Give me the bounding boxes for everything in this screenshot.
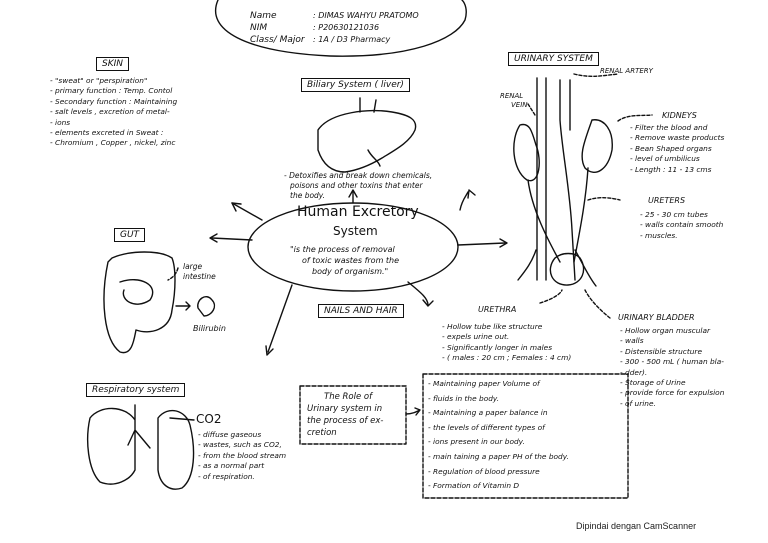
center-desc-line1: "is the process of removal (290, 245, 395, 254)
arrow-to-urinary (457, 238, 508, 248)
list-item: Hollow tube like structure (442, 322, 571, 332)
role-title-line1: The Role of (324, 392, 373, 402)
header-class-label: Class/ Major (250, 35, 305, 45)
list-item: as a normal part (198, 461, 286, 471)
list-item: elements excreted in Sweat : (50, 128, 177, 138)
ureters-list: 25 - 30 cm tubes walls contain smooth mu… (640, 210, 723, 241)
list-item: provide force for expulsion (620, 388, 724, 398)
biliary-desc-line2: poisons and other toxins that enter (290, 181, 423, 190)
intestine-drawing (103, 251, 176, 354)
role-list: Maintaining paper Volume of fluids in th… (428, 377, 569, 494)
list-item: primary function : Temp. Contol (50, 86, 177, 96)
list-item: Length : 11 - 13 cms (630, 165, 724, 175)
role-title-box (299, 385, 407, 445)
list-item: Chromium , Copper , nickel, zinc (50, 138, 177, 148)
header-oval (215, 0, 467, 57)
urinary-title: URINARY SYSTEM (508, 52, 599, 66)
list-item: ions (50, 118, 177, 128)
list-item: fluids in the body. (428, 392, 569, 407)
renal-vein-label-1: RENAL (500, 92, 524, 100)
arrow-to-biliary-curve (459, 189, 476, 211)
header-name-label: Name (250, 11, 277, 21)
list-item: Hollow organ muscular (620, 326, 724, 336)
center-title-line1: Human Excretory (297, 204, 419, 220)
renal-vein-label-2: VEIN (511, 101, 528, 109)
list-item: from the blood stream (198, 451, 286, 461)
list-item: Formation of Vitamin D (428, 479, 569, 494)
list-item: Maintaining paper Volume of (428, 377, 569, 392)
arrow-to-gut (209, 233, 253, 243)
urinary-body-drawing (513, 77, 613, 287)
bladder-title: URINARY BLADDER (618, 313, 695, 322)
biliary-title: Biliary System ( liver) (301, 78, 410, 92)
kidneys-list: Filter the blood and Remove waste produc… (630, 123, 724, 175)
arrow-to-biliary (348, 189, 358, 204)
bladder-list: Hollow organ muscular walls Distensible … (620, 326, 724, 409)
list-item: Secondary function : Maintaining (50, 97, 177, 107)
header-name-value: : DIMAS WAHYU PRATOMO (313, 11, 419, 20)
urethra-list: Hollow tube like structure expels urine … (442, 322, 571, 364)
list-item: muscles. (640, 231, 723, 241)
large-intestine-label-2: intestine (183, 272, 216, 281)
skin-title: SKIN (96, 57, 130, 71)
list-item: Filter the blood and (630, 123, 724, 133)
list-item: 300 - 500 mL ( human bla- (620, 357, 724, 367)
arrow-to-skin (231, 202, 263, 221)
co2-label: CO2 (196, 412, 222, 426)
center-title-line2: System (333, 224, 378, 238)
renal-artery-label: RENAL ARTERY (600, 67, 653, 75)
list-item: the levels of different types of (428, 421, 569, 436)
list-item: ( males : 20 cm ; Females : 4 cm) (442, 353, 571, 363)
role-list-box (422, 373, 629, 499)
biliary-desc-line3: the body. (290, 191, 326, 200)
role-title-line2: Urinary system in (307, 404, 383, 414)
role-title-line3: the process of ex- (307, 416, 384, 426)
list-item: of urine. (620, 399, 724, 409)
list-item: level of umbilicus (630, 154, 724, 164)
list-item: Significantly longer in males (442, 343, 571, 353)
list-item: 25 - 30 cm tubes (640, 210, 723, 220)
arrow-to-nails (407, 281, 434, 307)
header-nim-value: : P20630121036 (313, 23, 380, 32)
respiratory-list: diffuse gaseous wastes, such as CO2, fro… (198, 430, 286, 482)
role-title-line4: cretion (307, 428, 337, 438)
list-item: Regulation of blood pressure (428, 465, 569, 480)
liver-drawing (317, 109, 417, 173)
bilirubin-drawing (197, 296, 216, 317)
list-item: expels urine out. (442, 332, 571, 342)
header-class-value: : 1A / D3 Pharmacy (313, 35, 391, 44)
biliary-desc-line1: - Detoxifies and break down chemicals, (284, 171, 433, 180)
large-intestine-label-1: large (183, 262, 203, 271)
respiratory-title: Respiratory system (86, 383, 186, 397)
list-item: walls (620, 336, 724, 346)
list-item: Storage of Urine (620, 378, 724, 388)
list-item: "sweat" or "perspiration" (50, 76, 177, 86)
list-item: salt levels , excretion of metal- (50, 107, 177, 117)
center-desc-line2: of toxic wastes from the (302, 256, 400, 265)
gut-title: GUT (114, 228, 146, 242)
list-item: of respiration. (198, 472, 286, 482)
list-item: ions present in our body. (428, 435, 569, 450)
kidneys-title: KIDNEYS (662, 111, 697, 120)
ureters-title: URETERS (648, 196, 686, 205)
skin-list: "sweat" or "perspiration" primary functi… (50, 76, 177, 149)
list-item: diffuse gaseous (198, 430, 286, 440)
list-item: Bean Shaped organs (630, 144, 724, 154)
arrow-to-respiratory (265, 284, 293, 356)
list-item: dder). (620, 368, 724, 378)
list-item: wastes, such as CO2, (198, 440, 286, 450)
list-item: Maintaining a paper balance in (428, 406, 569, 421)
lungs-drawing (87, 404, 195, 490)
header-nim-label: NIM (250, 23, 268, 33)
bilirubin-label: Bilirubin (193, 324, 226, 333)
urethra-title: URETHRA (478, 305, 517, 314)
camscanner-footer: Dipindai dengan CamScanner (576, 521, 697, 531)
nails-title: NAILS AND HAIR (318, 304, 404, 318)
list-item: Remove waste products (630, 133, 724, 143)
list-item: Distensible structure (620, 347, 724, 357)
center-desc-line3: body of organism." (312, 267, 389, 276)
list-item: main taining a paper PH of the body. (428, 450, 569, 465)
list-item: walls contain smooth (640, 220, 723, 230)
